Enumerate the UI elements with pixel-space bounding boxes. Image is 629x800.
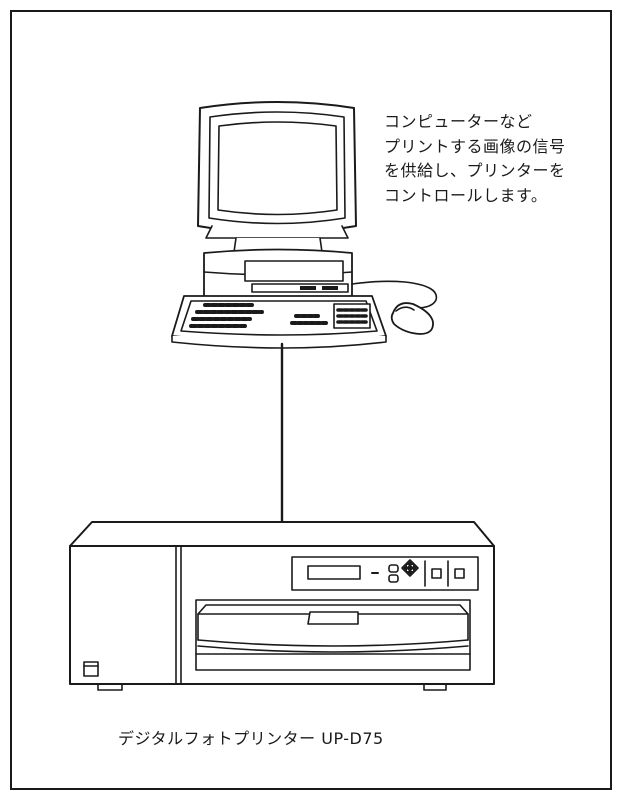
mouse (352, 281, 436, 334)
computer-description-line: を供給し、プリンターを (384, 161, 566, 180)
computer-description-line: コントロールします。 (384, 185, 548, 205)
paper-tray (196, 600, 470, 670)
diagram-frame (10, 10, 612, 790)
computer-monitor (198, 102, 356, 252)
computer-description-line: プリントする画像の信号 (384, 136, 566, 156)
power-button (84, 662, 98, 676)
control-panel (292, 557, 478, 590)
printer-caption: デジタルフォトプリンター UP-D75 (118, 729, 384, 748)
computer-description: コンピューターなど プリントする画像の信号 を供給し、プリンターを コントロール… (384, 110, 566, 208)
computer-description-line: コンピューターなど (384, 112, 533, 131)
printer (70, 522, 494, 690)
keyboard (172, 296, 386, 348)
computer-base-unit (204, 250, 352, 301)
